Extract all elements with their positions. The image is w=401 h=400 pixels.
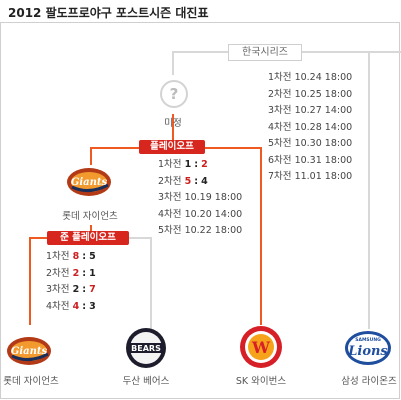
unknown-label: 미정 (164, 118, 182, 129)
game-number: 4차전 (268, 121, 292, 133)
sp-line-right-down (150, 237, 152, 329)
svg-text:Giants: Giants (11, 346, 48, 357)
game-row: 1차전 10.24 18:00 (268, 70, 352, 87)
score-separator: : (82, 284, 87, 295)
ks-line-right (368, 51, 370, 329)
game-row: 4차전 10.20 14:00 (158, 207, 242, 224)
game-number: 5차전 (268, 138, 292, 149)
game-number: 3차전 (46, 284, 70, 295)
game-number: 3차전 (268, 105, 292, 116)
team-name-doosan: 두산 베어스 (122, 376, 170, 387)
svg-text:Lions: Lions (347, 344, 388, 359)
samsung-logo[interactable]: SAMSUNG Lions (344, 329, 392, 367)
game-number: 6차전 (268, 154, 292, 166)
game-number: 1차전 (158, 159, 182, 170)
game-score: 4 : 3 (73, 301, 96, 312)
score-home: 2 (72, 284, 80, 295)
game-score: 1 : 2 (185, 159, 208, 170)
game-datetime: 10.31 18:00 (294, 154, 353, 166)
lotte-logo-bottom[interactable]: Giants (4, 334, 54, 368)
game-datetime: 10.27 14:00 (294, 105, 353, 116)
score-home: 2 (72, 267, 80, 279)
score-separator: : (82, 267, 87, 279)
game-row: 2차전 2 : 1 (46, 266, 96, 283)
game-number: 2차전 (158, 175, 182, 187)
game-number: 5차전 (158, 225, 182, 236)
game-row: 3차전 10.19 18:00 (158, 190, 242, 207)
svg-text:W: W (251, 338, 271, 357)
svg-text:SAMSUNG: SAMSUNG (355, 337, 381, 343)
ks-line-left (172, 51, 174, 75)
game-row: 1차전 8 : 5 (46, 249, 96, 266)
po-line-right (260, 147, 262, 325)
game-number: 1차전 (46, 251, 70, 262)
po-line-center (172, 114, 174, 148)
bracket-frame (0, 22, 400, 399)
team-name-lotte-bottom: 롯데 자이언츠 (3, 376, 59, 387)
game-datetime: 10.30 18:00 (294, 138, 353, 149)
page-title: 2012 팔도프로야구 포스트시즌 대진표 (8, 6, 209, 20)
score-home: 5 (184, 175, 192, 187)
playoff-label[interactable]: 플레이오프 (139, 140, 205, 154)
score-separator: : (194, 175, 199, 187)
game-row: 5차전 10.22 18:00 (158, 223, 242, 240)
game-score: 2 : 1 (73, 268, 96, 279)
game-row: 3차전 10.27 14:00 (268, 103, 352, 120)
korean-series-label[interactable]: 한국시리즈 (228, 44, 302, 61)
game-datetime: 10.25 18:00 (294, 88, 353, 100)
game-number: 3차전 (158, 192, 182, 203)
game-number: 7차전 (268, 171, 292, 182)
score-away: 5 (89, 251, 96, 262)
game-number: 4차전 (158, 208, 182, 220)
game-score: 2 : 7 (73, 284, 96, 295)
team-name-samsung: 삼성 라이온즈 (341, 376, 397, 387)
game-datetime: 10.24 18:00 (294, 72, 353, 83)
score-away: 2 (201, 159, 208, 170)
semi-playoff-label[interactable]: 준 플레이오프 (47, 231, 129, 245)
game-row: 2차전 5 : 4 (158, 174, 242, 191)
score-away: 1 (89, 267, 96, 279)
game-row: 7차전 11.01 18:00 (268, 169, 352, 186)
svg-text:BEARS: BEARS (131, 344, 161, 353)
svg-text:Giants: Giants (71, 177, 108, 188)
game-row: 4차전 10.28 14:00 (268, 120, 352, 137)
sk-logo[interactable]: W (238, 324, 284, 370)
game-row: 4차전 4 : 3 (46, 299, 96, 316)
game-datetime: 10.19 18:00 (184, 192, 243, 203)
sp-line-left (29, 237, 31, 325)
game-datetime: 10.28 14:00 (294, 121, 353, 133)
score-home: 8 (72, 251, 80, 262)
game-number: 4차전 (46, 300, 70, 312)
game-score: 5 : 4 (185, 176, 208, 187)
game-number: 2차전 (46, 267, 70, 279)
game-row: 3차전 2 : 7 (46, 282, 96, 299)
score-home: 1 (184, 159, 192, 170)
score-separator: : (82, 300, 87, 312)
game-number: 2차전 (268, 88, 292, 100)
team-name-sk: SK 와이번스 (235, 376, 287, 387)
game-score: 8 : 5 (73, 251, 96, 262)
score-home: 4 (72, 300, 80, 312)
game-row: 2차전 10.25 18:00 (268, 87, 352, 104)
team-name-lotte-top: 롯데 자이언츠 (62, 211, 118, 222)
score-away: 4 (201, 175, 208, 187)
game-row: 5차전 10.30 18:00 (268, 136, 352, 153)
po-line-left (90, 147, 92, 165)
question-icon: ? (160, 80, 188, 108)
score-away: 3 (89, 300, 96, 312)
score-away: 7 (89, 284, 96, 295)
game-datetime: 10.22 18:00 (184, 225, 243, 236)
game-datetime: 11.01 18:00 (294, 171, 353, 182)
game-datetime: 10.20 14:00 (184, 208, 243, 220)
game-row: 6차전 10.31 18:00 (268, 153, 352, 170)
game-row: 1차전 1 : 2 (158, 157, 242, 174)
score-separator: : (82, 251, 87, 262)
score-separator: : (194, 159, 199, 170)
game-number: 1차전 (268, 72, 292, 83)
doosan-logo[interactable]: BEARS (124, 326, 168, 370)
lotte-logo-top[interactable]: Giants (64, 165, 114, 199)
